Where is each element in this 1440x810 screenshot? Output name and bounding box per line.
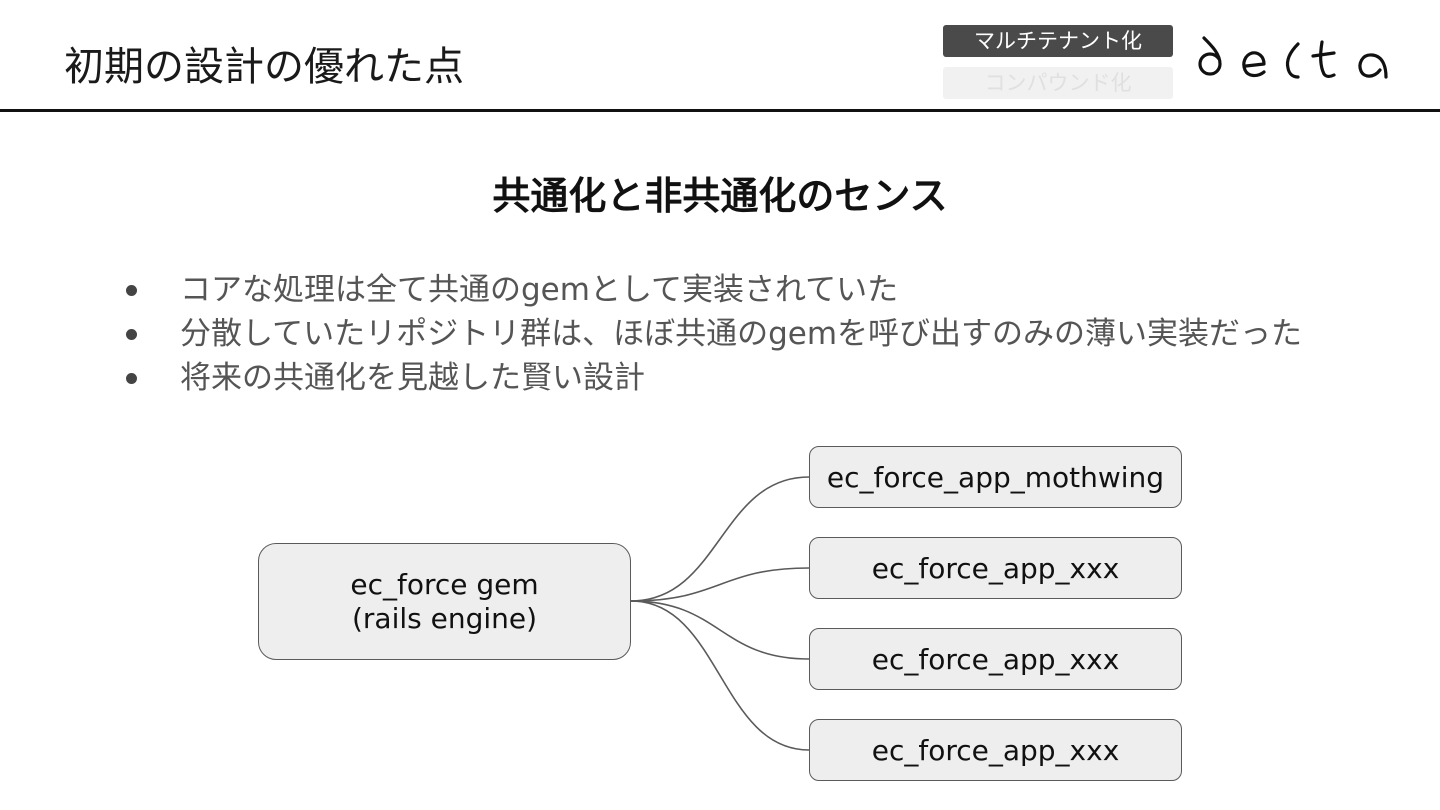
list-item: コアな処理は全て共通のgemとして実装されていた (120, 268, 1302, 312)
tag-multitenant: マルチテナント化 (943, 25, 1173, 57)
tag-compound: コンパウンド化 (943, 67, 1173, 99)
delta-logo: delta (1198, 36, 1388, 79)
bullet-text: コアな処理は全て共通のgemとして実装されていた (180, 272, 899, 308)
target-node: ec_force_app_xxx (809, 537, 1182, 599)
bullet-list: コアな処理は全て共通のgemとして実装されていた 分散していたリポジトリ群は、ほ… (120, 268, 1302, 400)
list-item: 将来の共通化を見越した賢い設計 (120, 356, 1302, 400)
target-node: ec_force_app_mothwing (809, 446, 1182, 508)
bullet-icon (126, 373, 137, 384)
header-divider (0, 109, 1440, 112)
target-node: ec_force_app_xxx (809, 719, 1182, 781)
bullet-icon (126, 329, 137, 340)
bullet-text: 分散していたリポジトリ群は、ほぼ共通のgemを呼び出すのみの薄い実装だった (180, 316, 1303, 352)
target-node: ec_force_app_xxx (809, 628, 1182, 690)
bullet-text: 将来の共通化を見越した賢い設計 (180, 360, 645, 396)
connector-line (630, 476, 810, 602)
list-item: 分散していたリポジトリ群は、ほぼ共通のgemを呼び出すのみの薄い実装だった (120, 312, 1302, 356)
bullet-icon (126, 285, 137, 296)
source-node-line2: (rails engine) (351, 601, 538, 635)
source-node-line1: ec_force gem (350, 567, 539, 601)
connector-line (630, 600, 810, 751)
tag-group: マルチテナント化 コンパウンド化 (943, 25, 1173, 99)
slide-header: 初期の設計の優れた点 マルチテナント化 コンパウンド化 delta (0, 0, 1440, 112)
connector-line (630, 567, 810, 602)
section-heading: 共通化と非共通化のセンス (492, 174, 948, 218)
page-title: 初期の設計の優れた点 (64, 44, 464, 90)
source-node-ec-force-gem: ec_force gem (rails engine) (258, 543, 631, 660)
connector-line (630, 600, 810, 660)
